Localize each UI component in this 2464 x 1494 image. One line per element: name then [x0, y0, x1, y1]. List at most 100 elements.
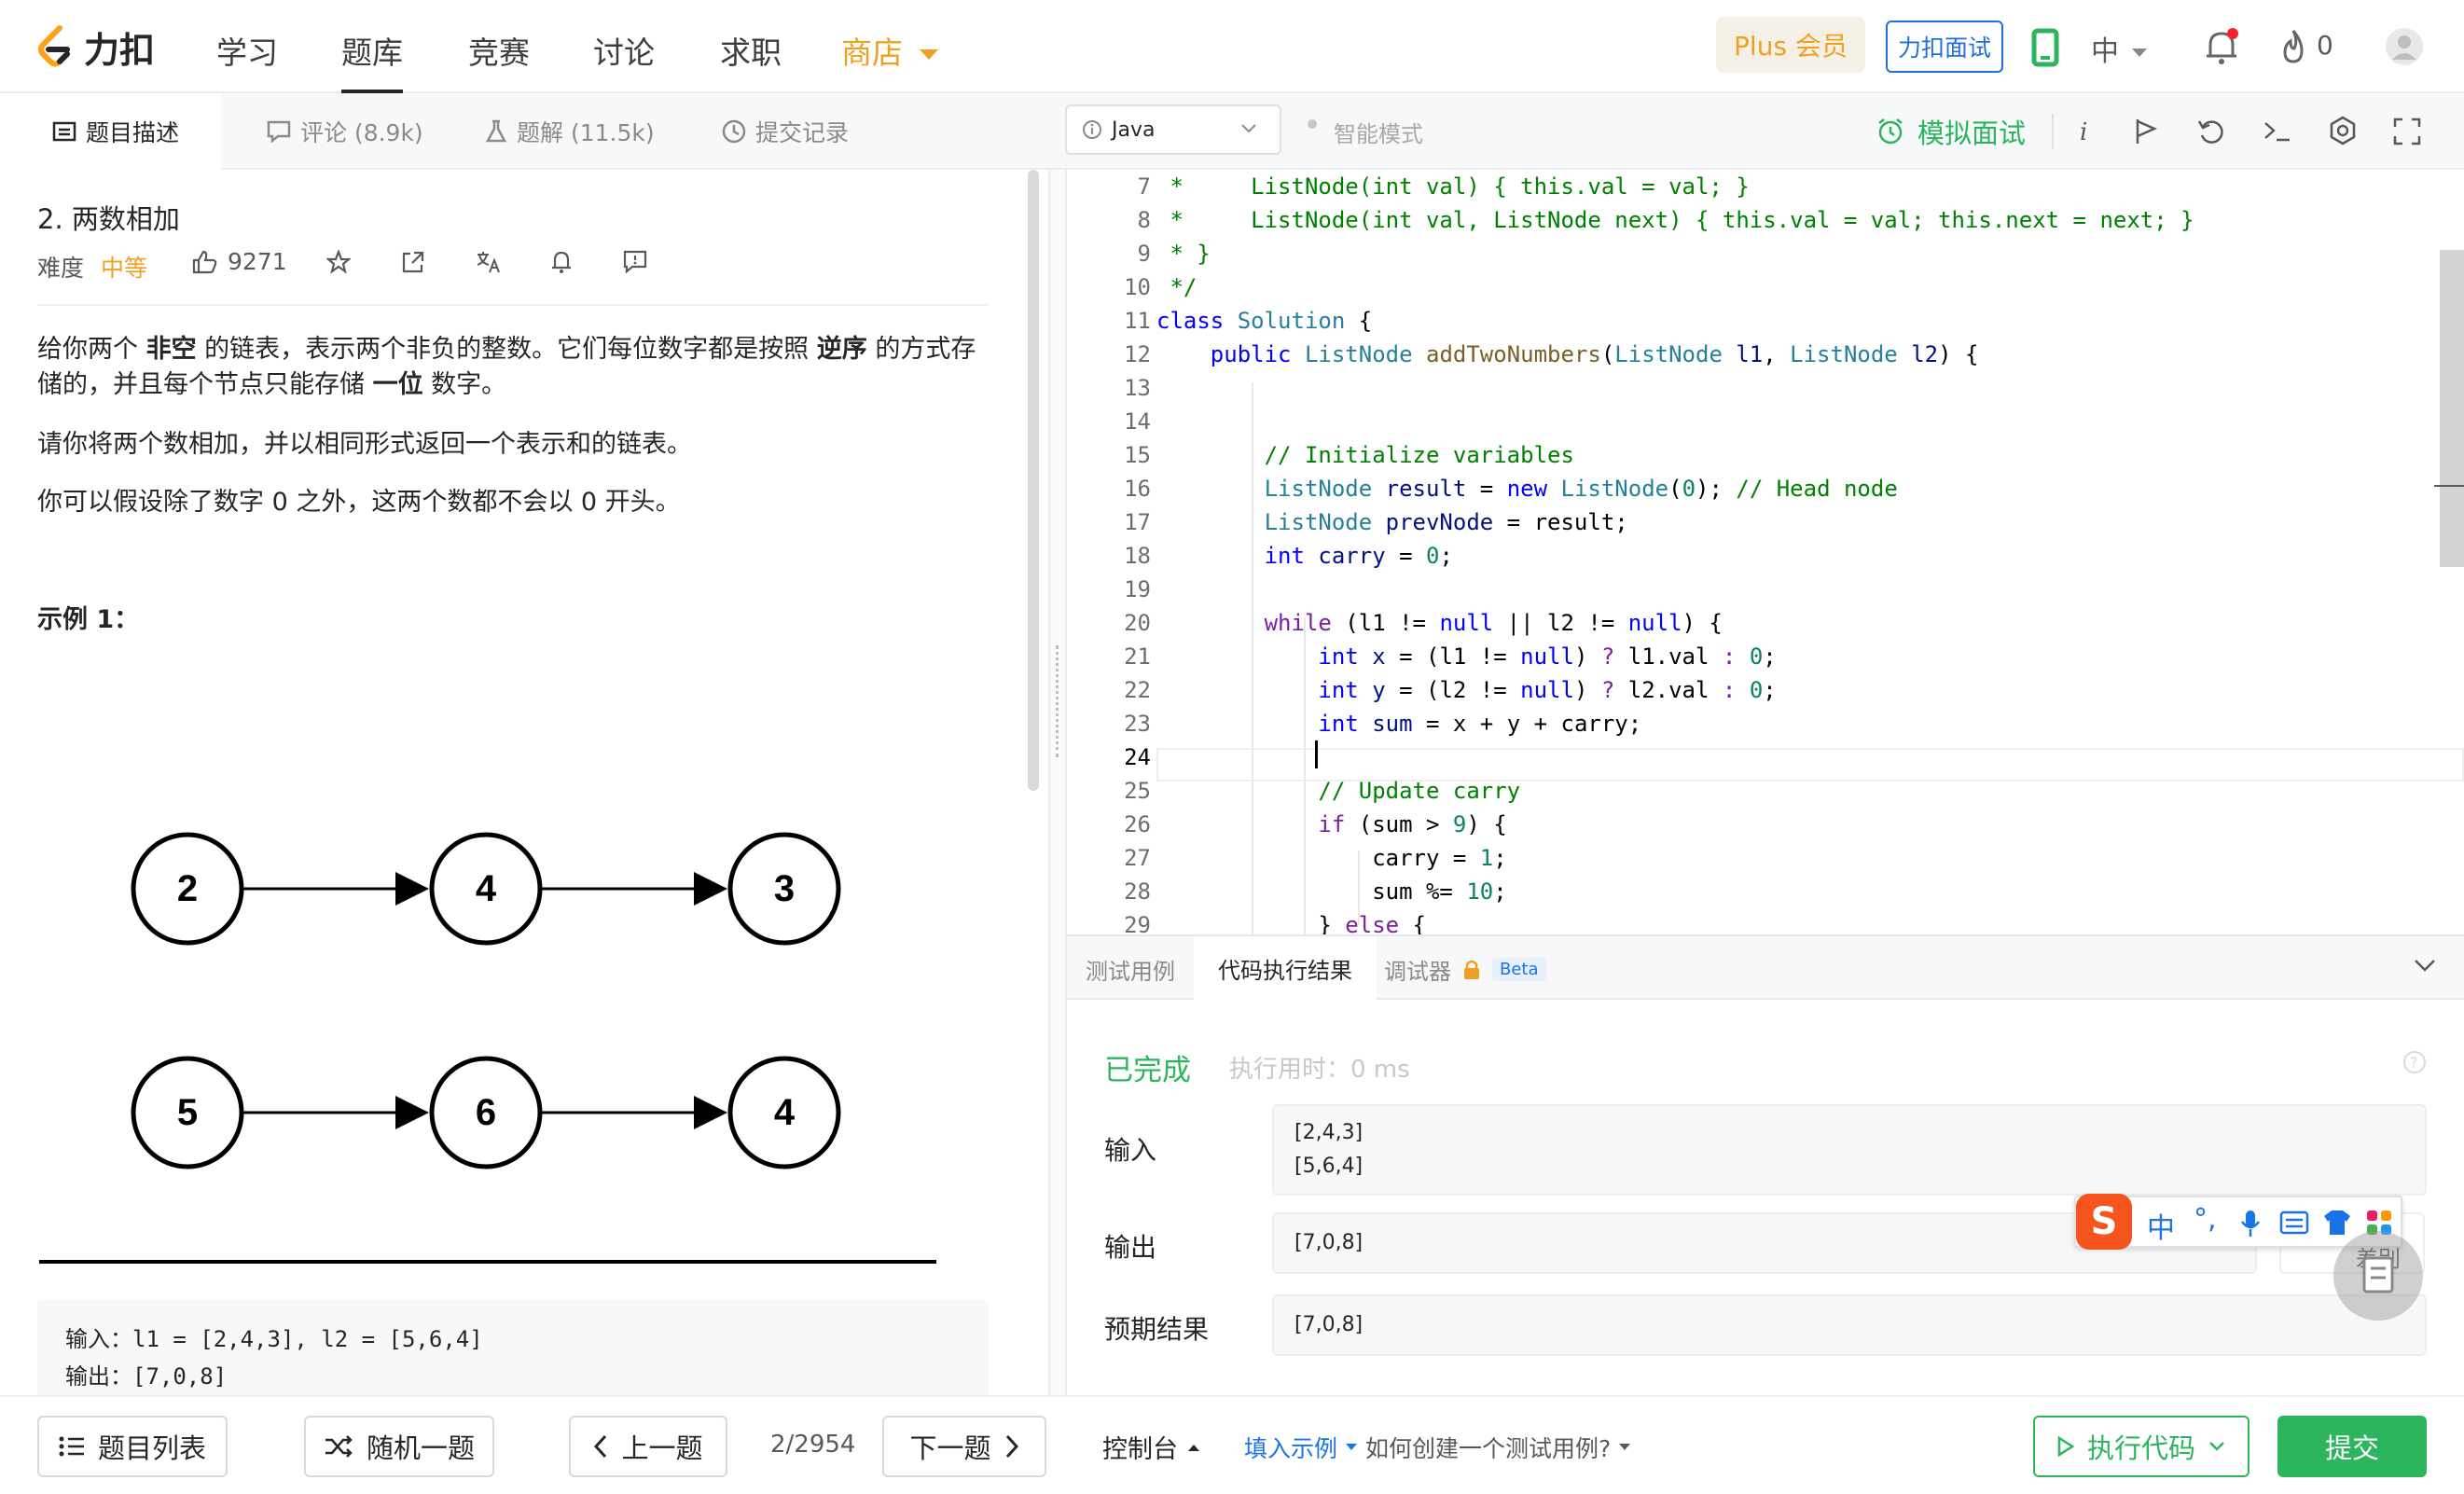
star-icon[interactable] [326, 250, 351, 274]
logo[interactable]: 力扣 [35, 22, 155, 71]
line-number: 16 [1124, 476, 1151, 502]
indent-guide [1358, 851, 1360, 925]
leetcode-logo-icon [38, 25, 70, 67]
panel-splitter[interactable] [1048, 170, 1067, 1395]
nav-discuss[interactable]: 讨论 [593, 35, 655, 71]
avatar[interactable] [2384, 26, 2425, 67]
svg-text:?: ? [2410, 1054, 2418, 1072]
nav-problemset[interactable]: 题库 [341, 28, 403, 93]
settings-icon[interactable] [2328, 116, 2358, 145]
token: ); [1696, 476, 1737, 502]
token: (sum > [1345, 811, 1453, 837]
tab-run-result[interactable]: 代码执行结果 [1194, 936, 1377, 1000]
ime-toolbar[interactable]: S 中 °, [2074, 1194, 2402, 1250]
expected-label: 预期结果 [1104, 1314, 1210, 1345]
floating-note-button[interactable] [2333, 1231, 2423, 1321]
random-problem-button[interactable]: 随机一题 [304, 1416, 494, 1477]
button-label: 上一题 [621, 1432, 703, 1464]
button-label: 下一题 [909, 1432, 991, 1464]
link-label: 填入示例 [1244, 1435, 1338, 1462]
token: prevNode [1372, 509, 1494, 535]
linked-list-diagram: 2 4 3 5 6 4 7 0 8 [39, 832, 936, 1395]
fill-example-link[interactable]: 填入示例 [1244, 1431, 1358, 1464]
node-value: 3 [774, 868, 795, 909]
ime-mode: 中 [2147, 1212, 2175, 1245]
token [1736, 677, 1749, 703]
nav-learn[interactable]: 学习 [216, 35, 278, 71]
fullscreen-icon[interactable] [2393, 118, 2421, 145]
mock-interview-button[interactable]: 模拟面试 [1876, 112, 2026, 151]
tab-description[interactable]: 题目描述 [0, 93, 222, 170]
plus-member-button[interactable]: Plus 会员 [1716, 17, 1865, 73]
status-label: 已完成 [1104, 1054, 1191, 1087]
interview-button[interactable]: 力扣面试 [1886, 21, 2003, 73]
flag-icon[interactable] [2134, 118, 2158, 145]
tab-solutions[interactable]: 题解 (11.5k) [485, 93, 655, 170]
flame-icon[interactable] [2279, 28, 2307, 65]
token: , [1763, 341, 1791, 367]
input-value-box: [2,4,3] [5,6,4] [1272, 1104, 2427, 1196]
tab-test-case[interactable]: 测试用例 [1086, 959, 1175, 985]
input-line: [5,6,4] [1294, 1155, 1364, 1178]
token: = [1385, 543, 1427, 569]
translate-icon[interactable] [476, 250, 502, 274]
tab-label: 调试器 [1384, 959, 1451, 985]
help-icon[interactable]: ? [2402, 1050, 2427, 1074]
code-line-23: int sum = x + y + carry; [1156, 711, 1641, 737]
divider [37, 304, 989, 306]
token: l1.val [1614, 643, 1723, 670]
line-number: 17 [1124, 509, 1151, 535]
input-line: [2,4,3] [1294, 1121, 1364, 1144]
code-line-18: int carry = 0; [1156, 543, 1453, 569]
token: int [1156, 643, 1359, 670]
how-to-link[interactable]: 如何创建一个测试用例? [1365, 1431, 1631, 1464]
tab-submissions[interactable]: 提交记录 [722, 93, 849, 170]
reset-icon[interactable] [2197, 118, 2225, 145]
indent-guide [1252, 382, 1253, 934]
run-code-button[interactable]: 执行代码 [2033, 1416, 2249, 1477]
code-line-15: // Initialize variables [1156, 442, 1574, 468]
tab-debugger[interactable]: 调试器 Beta [1384, 953, 1546, 986]
info-italic-icon[interactable]: i [2074, 118, 2093, 145]
token: = [1466, 476, 1507, 502]
token: ) { [1938, 341, 1979, 367]
next-problem-button[interactable]: 下一题 [882, 1416, 1046, 1477]
token: 1 [1479, 845, 1494, 871]
top-navbar: 力扣 学习 题库 竞赛 讨论 求职 商店 Plus 会员 力扣面试 中 0 [0, 0, 2464, 93]
token: sum [1358, 711, 1413, 737]
submit-button[interactable]: 提交 [2277, 1416, 2427, 1477]
code-line-12: public ListNode addTwoNumbers(ListNode l… [1156, 341, 1979, 367]
console-toggle[interactable]: 控制台 [1102, 1429, 1200, 1465]
console-label: 控制台 [1102, 1435, 1178, 1464]
token: } [1156, 912, 1346, 934]
mobile-app-icon[interactable] [2031, 28, 2059, 67]
prev-problem-button[interactable]: 上一题 [569, 1416, 727, 1477]
feedback-icon[interactable] [623, 250, 647, 274]
nav-contest[interactable]: 竞赛 [468, 35, 530, 71]
nav-jobs[interactable]: 求职 [720, 35, 782, 71]
smart-mode-toggle[interactable]: 智能模式 [1334, 121, 1423, 147]
result-tabs: 测试用例 代码执行结果 调试器 Beta [1067, 934, 2464, 1000]
token: y [1358, 677, 1386, 703]
editor-scrollbar-thumb[interactable] [2440, 250, 2464, 567]
line-number: 29 [1124, 912, 1151, 934]
bell-outline-icon[interactable] [550, 250, 573, 274]
language-switch[interactable]: 中 [2091, 28, 2147, 69]
token: ; [1493, 878, 1507, 905]
list-node [727, 832, 841, 946]
share-icon[interactable] [401, 250, 425, 274]
language-select[interactable]: Java [1065, 104, 1281, 155]
tab-comments[interactable]: 评论 (8.9k) [267, 93, 423, 170]
scrollbar-thumb[interactable] [1028, 170, 1039, 791]
nav-store[interactable]: 商店 [841, 28, 938, 73]
collapse-chevron-icon[interactable] [2414, 959, 2436, 974]
terminal-icon[interactable] [2263, 118, 2292, 145]
bell-icon[interactable] [2203, 26, 2240, 67]
problem-list-button[interactable]: 题目列表 [37, 1416, 228, 1477]
expected-value-box: [7,0,8] [1272, 1294, 2427, 1356]
line-number: 25 [1124, 778, 1151, 804]
example-title: 示例 1： [37, 605, 140, 634]
like-button[interactable]: 9271 [192, 248, 287, 275]
output-value: [7,0,8] [1294, 1231, 1364, 1254]
